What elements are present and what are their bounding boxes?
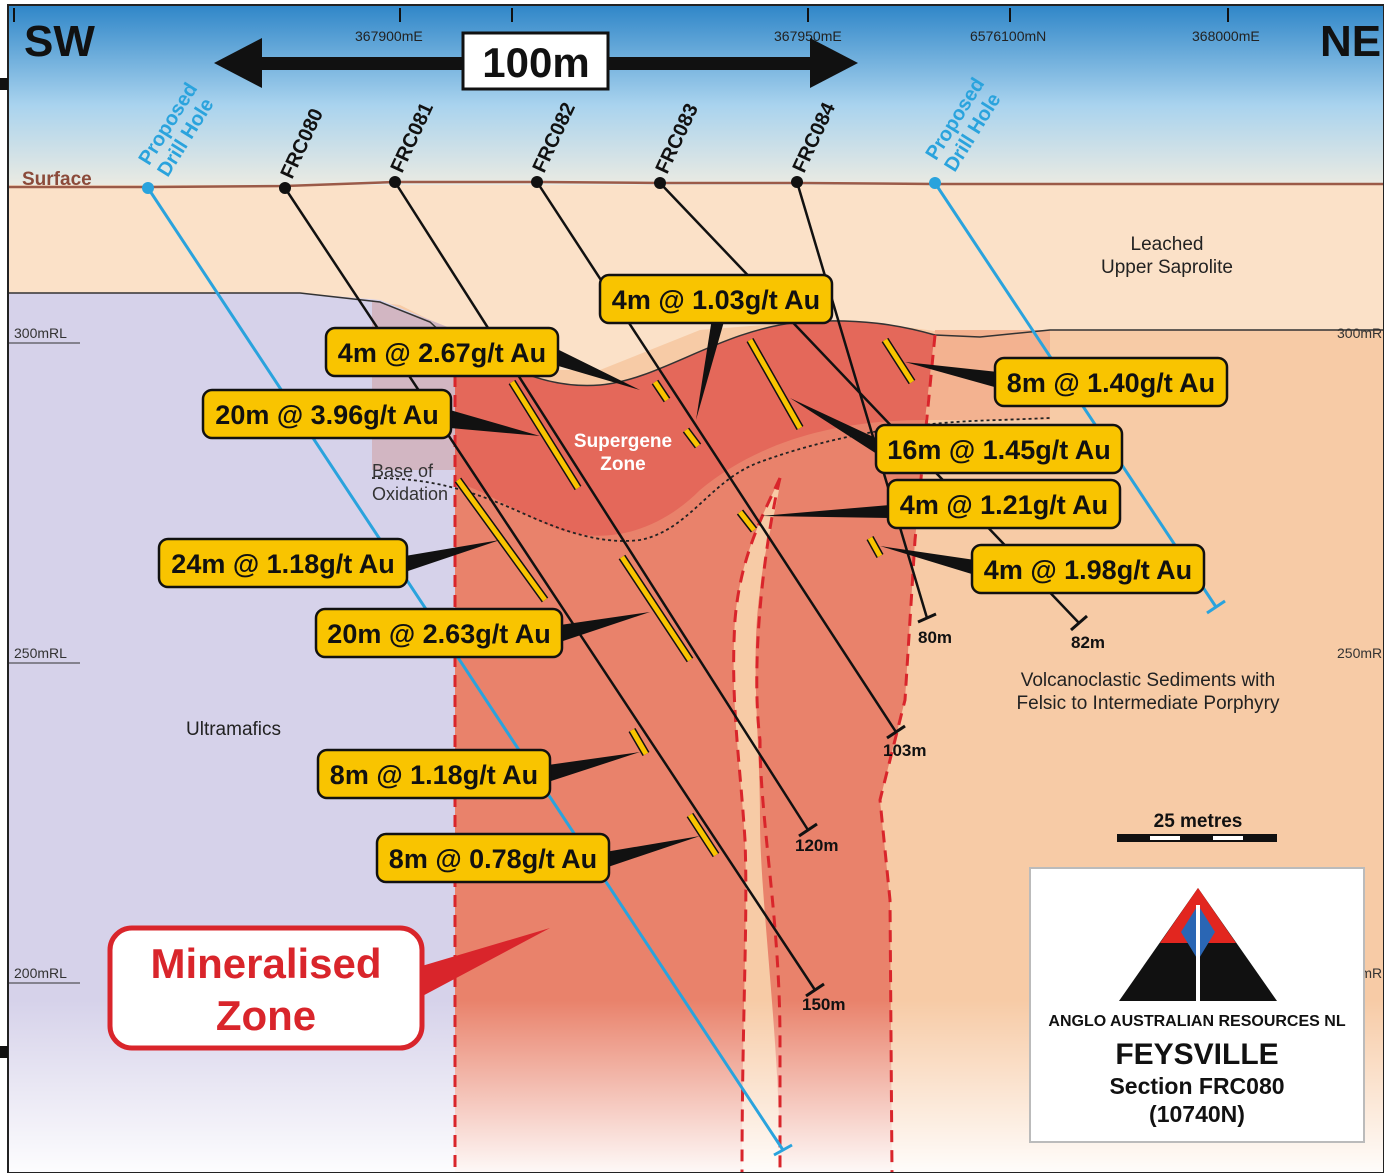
svg-text:8m @ 0.78g/t Au: 8m @ 0.78g/t Au [389, 844, 597, 874]
company-logo [1119, 888, 1277, 1001]
proposed-drill-hole-sw [142, 182, 793, 1157]
frame-corner-mark [0, 1046, 8, 1058]
svg-text:Felsic to Intermediate Porphyr: Felsic to Intermediate Porphyry [1017, 693, 1280, 714]
intercept-label: 20m @ 3.96g/t Au [201, 388, 453, 440]
direction-ne: NE [1320, 17, 1381, 66]
supergene-label: Supergene Zone [574, 431, 672, 475]
project-name: FEYSVILLE [1115, 1038, 1278, 1071]
svg-text:8m @ 1.40g/t Au: 8m @ 1.40g/t Au [1007, 368, 1215, 398]
easting-label: 367950mE [774, 28, 842, 44]
svg-text:Supergene: Supergene [574, 431, 672, 452]
scale-label-100m: 100m [482, 39, 589, 86]
volcanic-label: Volcanoclastic Sediments with Felsic to … [1017, 670, 1280, 714]
northing-name: (10740N) [1149, 1101, 1245, 1127]
rl-label-left: 250mRL [14, 645, 67, 661]
drill-hole-frc084 [791, 176, 937, 624]
hole-depth-label: 120m [795, 836, 838, 855]
intercept-label: 8m @ 1.18g/t Au [316, 748, 552, 800]
svg-text:20m @ 3.96g/t Au: 20m @ 3.96g/t Au [215, 400, 438, 430]
intercept-label: 8m @ 1.40g/t Au [993, 356, 1229, 408]
rl-label-right: 300mRL [1337, 325, 1384, 341]
label-pointers [405, 318, 998, 868]
intercept-label: 4m @ 2.67g/t Au [324, 326, 560, 378]
svg-text:20m @ 2.63g/t Au: 20m @ 2.63g/t Au [327, 619, 550, 649]
svg-text:4m @ 1.03g/t Au: 4m @ 1.03g/t Au [612, 285, 820, 315]
svg-text:Base of: Base of [372, 461, 434, 481]
base-of-oxidation-label: Base of Oxidation [372, 461, 448, 504]
intercept-label: 24m @ 1.18g/t Au [157, 537, 409, 589]
hole-depth-label: 82m [1071, 633, 1105, 652]
surface-label: Surface [22, 169, 92, 190]
scale-bar-25m: 25 metres [1117, 811, 1277, 842]
frame [7, 4, 1384, 1173]
svg-text:25 metres: 25 metres [1154, 811, 1243, 832]
intercept-label: 8m @ 0.78g/t Au [375, 832, 611, 884]
svg-text:4m @ 1.21g/t Au: 4m @ 1.21g/t Au [900, 490, 1108, 520]
svg-text:Upper Saprolite: Upper Saprolite [1101, 257, 1233, 278]
intercept-label: 20m @ 2.63g/t Au [314, 607, 564, 659]
section-name: Section FRC080 [1109, 1073, 1284, 1099]
svg-text:4m @ 1.98g/t Au: 4m @ 1.98g/t Au [984, 555, 1192, 585]
svg-text:16m @ 1.45g/t Au: 16m @ 1.45g/t Au [887, 435, 1110, 465]
mineralised-zone-callout: Mineralised Zone [107, 925, 550, 1051]
easting-label: 368000mE [1192, 28, 1260, 44]
scale-arrow: 100m [214, 31, 858, 91]
svg-text:Zone: Zone [216, 992, 316, 1039]
svg-text:8m @ 1.18g/t Au: 8m @ 1.18g/t Au [330, 760, 538, 790]
hole-depth-label: 103m [883, 741, 926, 760]
ultramafics-label: Ultramafics [186, 719, 281, 740]
oxidised-ultramafic-region [372, 300, 455, 470]
rl-label-left: 200mRL [14, 965, 67, 981]
svg-text:Mineralised: Mineralised [150, 940, 381, 987]
hole-depth-label: 150m [802, 995, 845, 1014]
frame-corner-mark [0, 78, 8, 90]
rl-label-left: 300mRL [14, 325, 67, 341]
rl-label-right: 250mRL [1337, 645, 1384, 661]
title-block: ANGLO AUSTRALIAN RESOURCES NL FEYSVILLE … [1029, 867, 1365, 1143]
intercept-label: 16m @ 1.45g/t Au [874, 423, 1124, 475]
intercept-segments [454, 337, 916, 858]
svg-text:Volcanoclastic Sediments with: Volcanoclastic Sediments with [1021, 670, 1276, 691]
svg-text:4m @ 2.67g/t Au: 4m @ 2.67g/t Au [338, 338, 546, 368]
intercept-label: 4m @ 1.21g/t Au [886, 478, 1122, 530]
direction-sw: SW [24, 17, 95, 66]
hole-depth-label: 80m [918, 628, 952, 647]
drill-hole-frc080 [279, 182, 825, 998]
company-name: ANGLO AUSTRALIAN RESOURCES NL [1048, 1013, 1345, 1030]
intercept-labels: 4m @ 1.03g/t Au 4m @ 2.67g/t Au 20m @ 3.… [157, 273, 1229, 884]
svg-text:Oxidation: Oxidation [372, 484, 448, 504]
svg-text:Zone: Zone [600, 454, 645, 475]
svg-text:24m @ 1.18g/t Au: 24m @ 1.18g/t Au [171, 549, 394, 579]
svg-text:Leached: Leached [1131, 234, 1204, 255]
header: SW NE 367900mE 367950mE 6576100mN 368000… [13, 8, 1381, 91]
northing-label: 6576100mN [970, 28, 1046, 44]
easting-label: 367900mE [355, 28, 423, 44]
intercept-label: 4m @ 1.03g/t Au [598, 273, 834, 325]
sky-band [8, 5, 1384, 187]
drill-hole-frc081 [389, 176, 818, 838]
intercept-label: 4m @ 1.98g/t Au [970, 543, 1206, 595]
drill-hole-frc082 [531, 176, 906, 740]
leached-label: Leached Upper Saprolite [1101, 234, 1233, 278]
